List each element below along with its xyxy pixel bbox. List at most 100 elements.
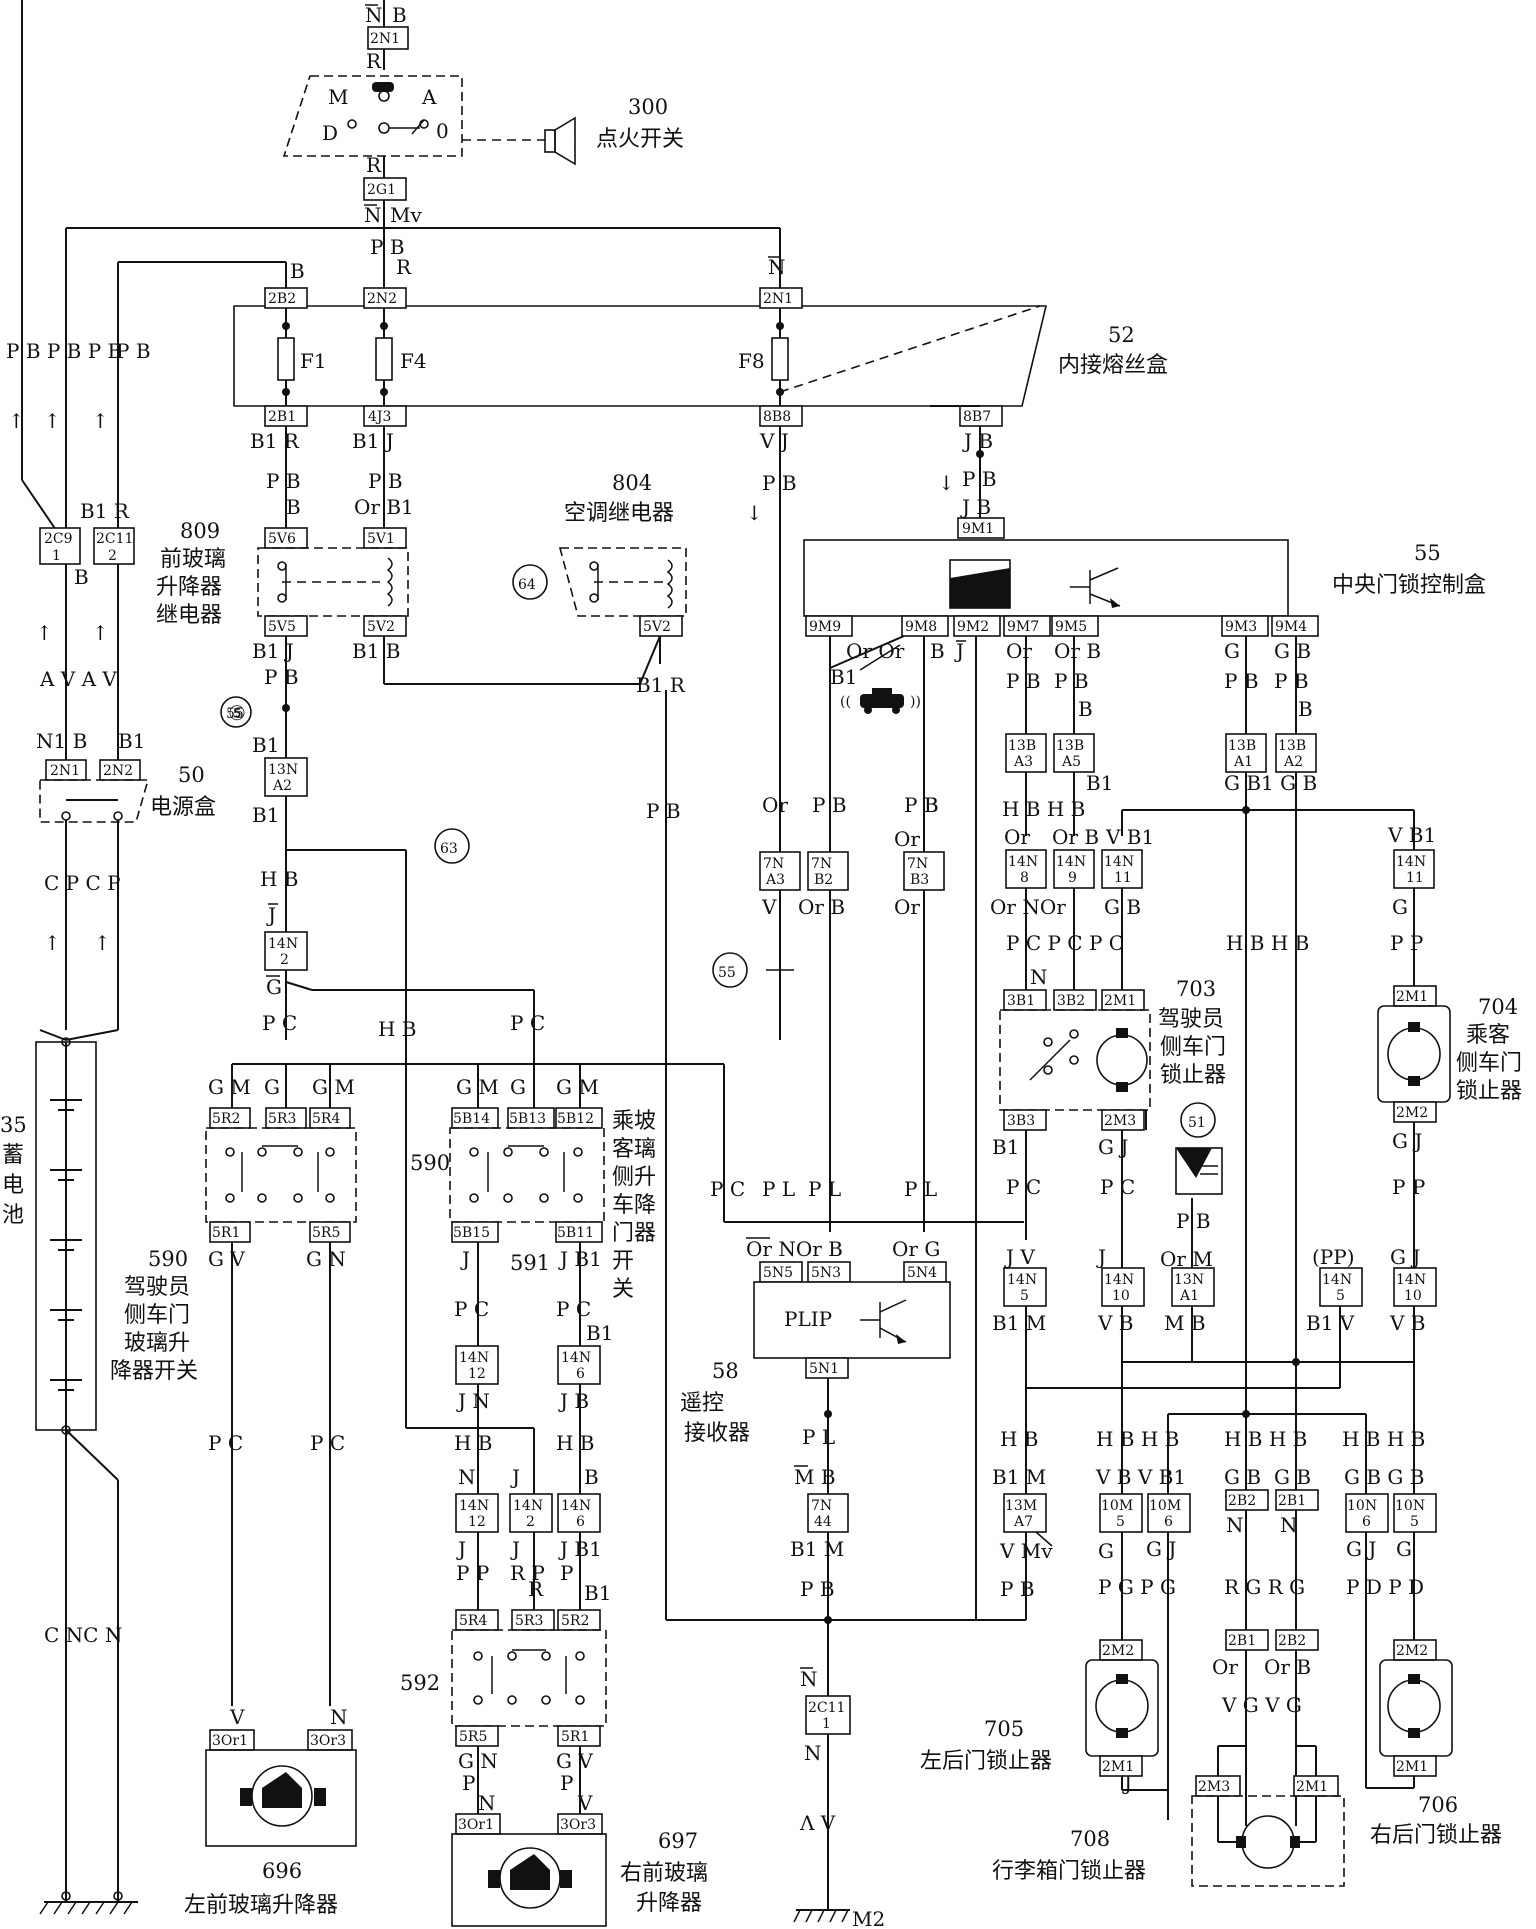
svg-text:P B: P B bbox=[904, 793, 939, 817]
svg-text:13N: 13N bbox=[268, 762, 298, 778]
svg-text:6: 6 bbox=[576, 1514, 585, 1530]
lock-box-number: 55 bbox=[1414, 541, 1441, 565]
svg-text:P B: P B bbox=[646, 799, 681, 823]
relay-809-number: 809 bbox=[180, 519, 220, 543]
svg-text:5R4: 5R4 bbox=[459, 1613, 487, 1629]
svg-text:B: B bbox=[290, 259, 305, 283]
trunk-lock-number: 708 bbox=[1070, 1827, 1110, 1851]
svg-text:3B3: 3B3 bbox=[1007, 1113, 1035, 1129]
svg-text:R P: R P bbox=[510, 1561, 545, 1585]
receiver-number: 58 bbox=[712, 1359, 739, 1383]
svg-text:Or B1: Or B1 bbox=[354, 495, 414, 519]
svg-text:B1 M: B1 M bbox=[992, 1465, 1046, 1489]
svg-text:3B1: 3B1 bbox=[1007, 993, 1035, 1009]
svg-text:G J: G J bbox=[1098, 1135, 1128, 1159]
svg-text:Or: Or bbox=[894, 895, 920, 919]
connector-label: 2N1 bbox=[370, 31, 400, 47]
battery-number: 35 bbox=[0, 1113, 27, 1137]
svg-text:驾驶员: 驾驶员 bbox=[1158, 1007, 1224, 1032]
trunk-lock: 2B1 2B2 Or Or B V G V G 2M3 2M1 708 行李箱门… bbox=[992, 1629, 1345, 1887]
svg-text:V: V bbox=[229, 1705, 245, 1729]
svg-text:Or: Or bbox=[1006, 639, 1032, 663]
svg-text:P L: P L bbox=[808, 1177, 841, 1201]
svg-text:B1 B: B1 B bbox=[352, 639, 400, 663]
svg-text:5B11: 5B11 bbox=[557, 1225, 594, 1241]
svg-text:9: 9 bbox=[1068, 870, 1077, 886]
svg-text:乘客: 乘客 bbox=[1466, 1023, 1510, 1048]
ignition-name: 点火开关 bbox=[596, 127, 684, 152]
svg-text:B1 R: B1 R bbox=[250, 429, 300, 453]
svg-text:H B H B: H B H B bbox=[1226, 931, 1309, 955]
svg-text:H B: H B bbox=[454, 1431, 493, 1455]
svg-text:14N: 14N bbox=[1396, 854, 1426, 870]
svg-text:14N: 14N bbox=[1104, 854, 1134, 870]
svg-text:13B: 13B bbox=[1278, 738, 1306, 754]
svg-text:14N: 14N bbox=[1008, 854, 1038, 870]
svg-text:侧车门: 侧车门 bbox=[1456, 1051, 1522, 1076]
ac-relay-number: 804 bbox=[612, 471, 652, 495]
power-box-name: 电源盒 bbox=[150, 795, 216, 820]
svg-text:2M1: 2M1 bbox=[1296, 1779, 1328, 1795]
svg-text:6: 6 bbox=[1362, 1514, 1371, 1530]
driver-door-lock: 3B1 3B2 2M1 3B3 2M3 703 驾驶员 侧车门 锁止器 51 B… bbox=[992, 977, 1226, 1271]
svg-text:P C: P C bbox=[454, 1297, 489, 1321]
svg-text:10N: 10N bbox=[1395, 1498, 1425, 1514]
svg-text:接收器: 接收器 bbox=[684, 1421, 750, 1446]
svg-text:13M: 13M bbox=[1005, 1498, 1037, 1514]
svg-text:5R2: 5R2 bbox=[561, 1613, 589, 1629]
svg-text:2: 2 bbox=[526, 1514, 535, 1530]
svg-text:J: J bbox=[1096, 1245, 1106, 1269]
svg-text:8B7: 8B7 bbox=[963, 409, 991, 425]
svg-text:锁止器: 锁止器 bbox=[1160, 1063, 1226, 1088]
svg-text:B3: B3 bbox=[910, 872, 929, 888]
svg-text:Or Or: Or Or bbox=[846, 639, 905, 663]
svg-text:5R5: 5R5 bbox=[312, 1225, 340, 1241]
svg-text:J B: J B bbox=[960, 495, 991, 519]
svg-text:(PP): (PP) bbox=[1312, 1245, 1355, 1269]
svg-text:2M2: 2M2 bbox=[1396, 1105, 1428, 1121]
svg-text:B1: B1 bbox=[252, 733, 279, 757]
svg-text:G N: G N bbox=[306, 1247, 346, 1271]
svg-text:5B15: 5B15 bbox=[453, 1225, 490, 1241]
svg-text:Λ V: Λ V bbox=[799, 1811, 836, 1835]
svg-text:客璃: 客璃 bbox=[612, 1137, 656, 1162]
svg-text:63: 63 bbox=[440, 841, 458, 857]
svg-text:6: 6 bbox=[1164, 1514, 1173, 1530]
passenger-lock-number: 704 bbox=[1478, 995, 1518, 1019]
svg-text:侧升: 侧升 bbox=[612, 1165, 656, 1190]
svg-text:G: G bbox=[510, 1075, 526, 1099]
svg-text:P P: P P bbox=[456, 1561, 489, 1585]
right-window-number: 697 bbox=[658, 1829, 698, 1853]
svg-text:H B: H B bbox=[1000, 1427, 1039, 1451]
svg-text:R: R bbox=[528, 1577, 544, 1601]
svg-text:2M1: 2M1 bbox=[1396, 1759, 1428, 1775]
svg-text:5N3: 5N3 bbox=[811, 1265, 841, 1281]
svg-text:1: 1 bbox=[822, 1716, 831, 1732]
svg-text:G: G bbox=[266, 975, 282, 999]
svg-text:5: 5 bbox=[1410, 1514, 1419, 1530]
svg-text:G V: G V bbox=[208, 1247, 245, 1271]
svg-text:5: 5 bbox=[1116, 1514, 1125, 1530]
svg-text:14N: 14N bbox=[1396, 1272, 1426, 1288]
svg-text:J B: J B bbox=[558, 1389, 589, 1413]
svg-text:5R1: 5R1 bbox=[561, 1729, 589, 1745]
svg-text:B1: B1 bbox=[992, 1135, 1019, 1159]
svg-text:Or: Or bbox=[894, 827, 920, 851]
svg-text:44: 44 bbox=[814, 1514, 832, 1530]
svg-text:P P: P P bbox=[1390, 931, 1423, 955]
svg-text:A V A V: A V A V bbox=[39, 667, 117, 691]
svg-text:B1 V: B1 V bbox=[1306, 1311, 1355, 1335]
svg-text:B: B bbox=[584, 1465, 599, 1489]
svg-text:J B: J B bbox=[962, 429, 993, 453]
svg-text:5R3: 5R3 bbox=[268, 1111, 296, 1127]
svg-text:V J: V J bbox=[759, 429, 789, 453]
svg-text:H B H B: H B H B bbox=[1096, 1427, 1179, 1451]
svg-text:M B: M B bbox=[794, 1465, 836, 1489]
svg-text:G M: G M bbox=[208, 1075, 251, 1099]
svg-text:H B: H B bbox=[260, 867, 299, 891]
svg-text:5V6: 5V6 bbox=[268, 531, 296, 547]
svg-text:R: R bbox=[366, 49, 382, 73]
svg-text:N: N bbox=[1226, 1513, 1244, 1537]
